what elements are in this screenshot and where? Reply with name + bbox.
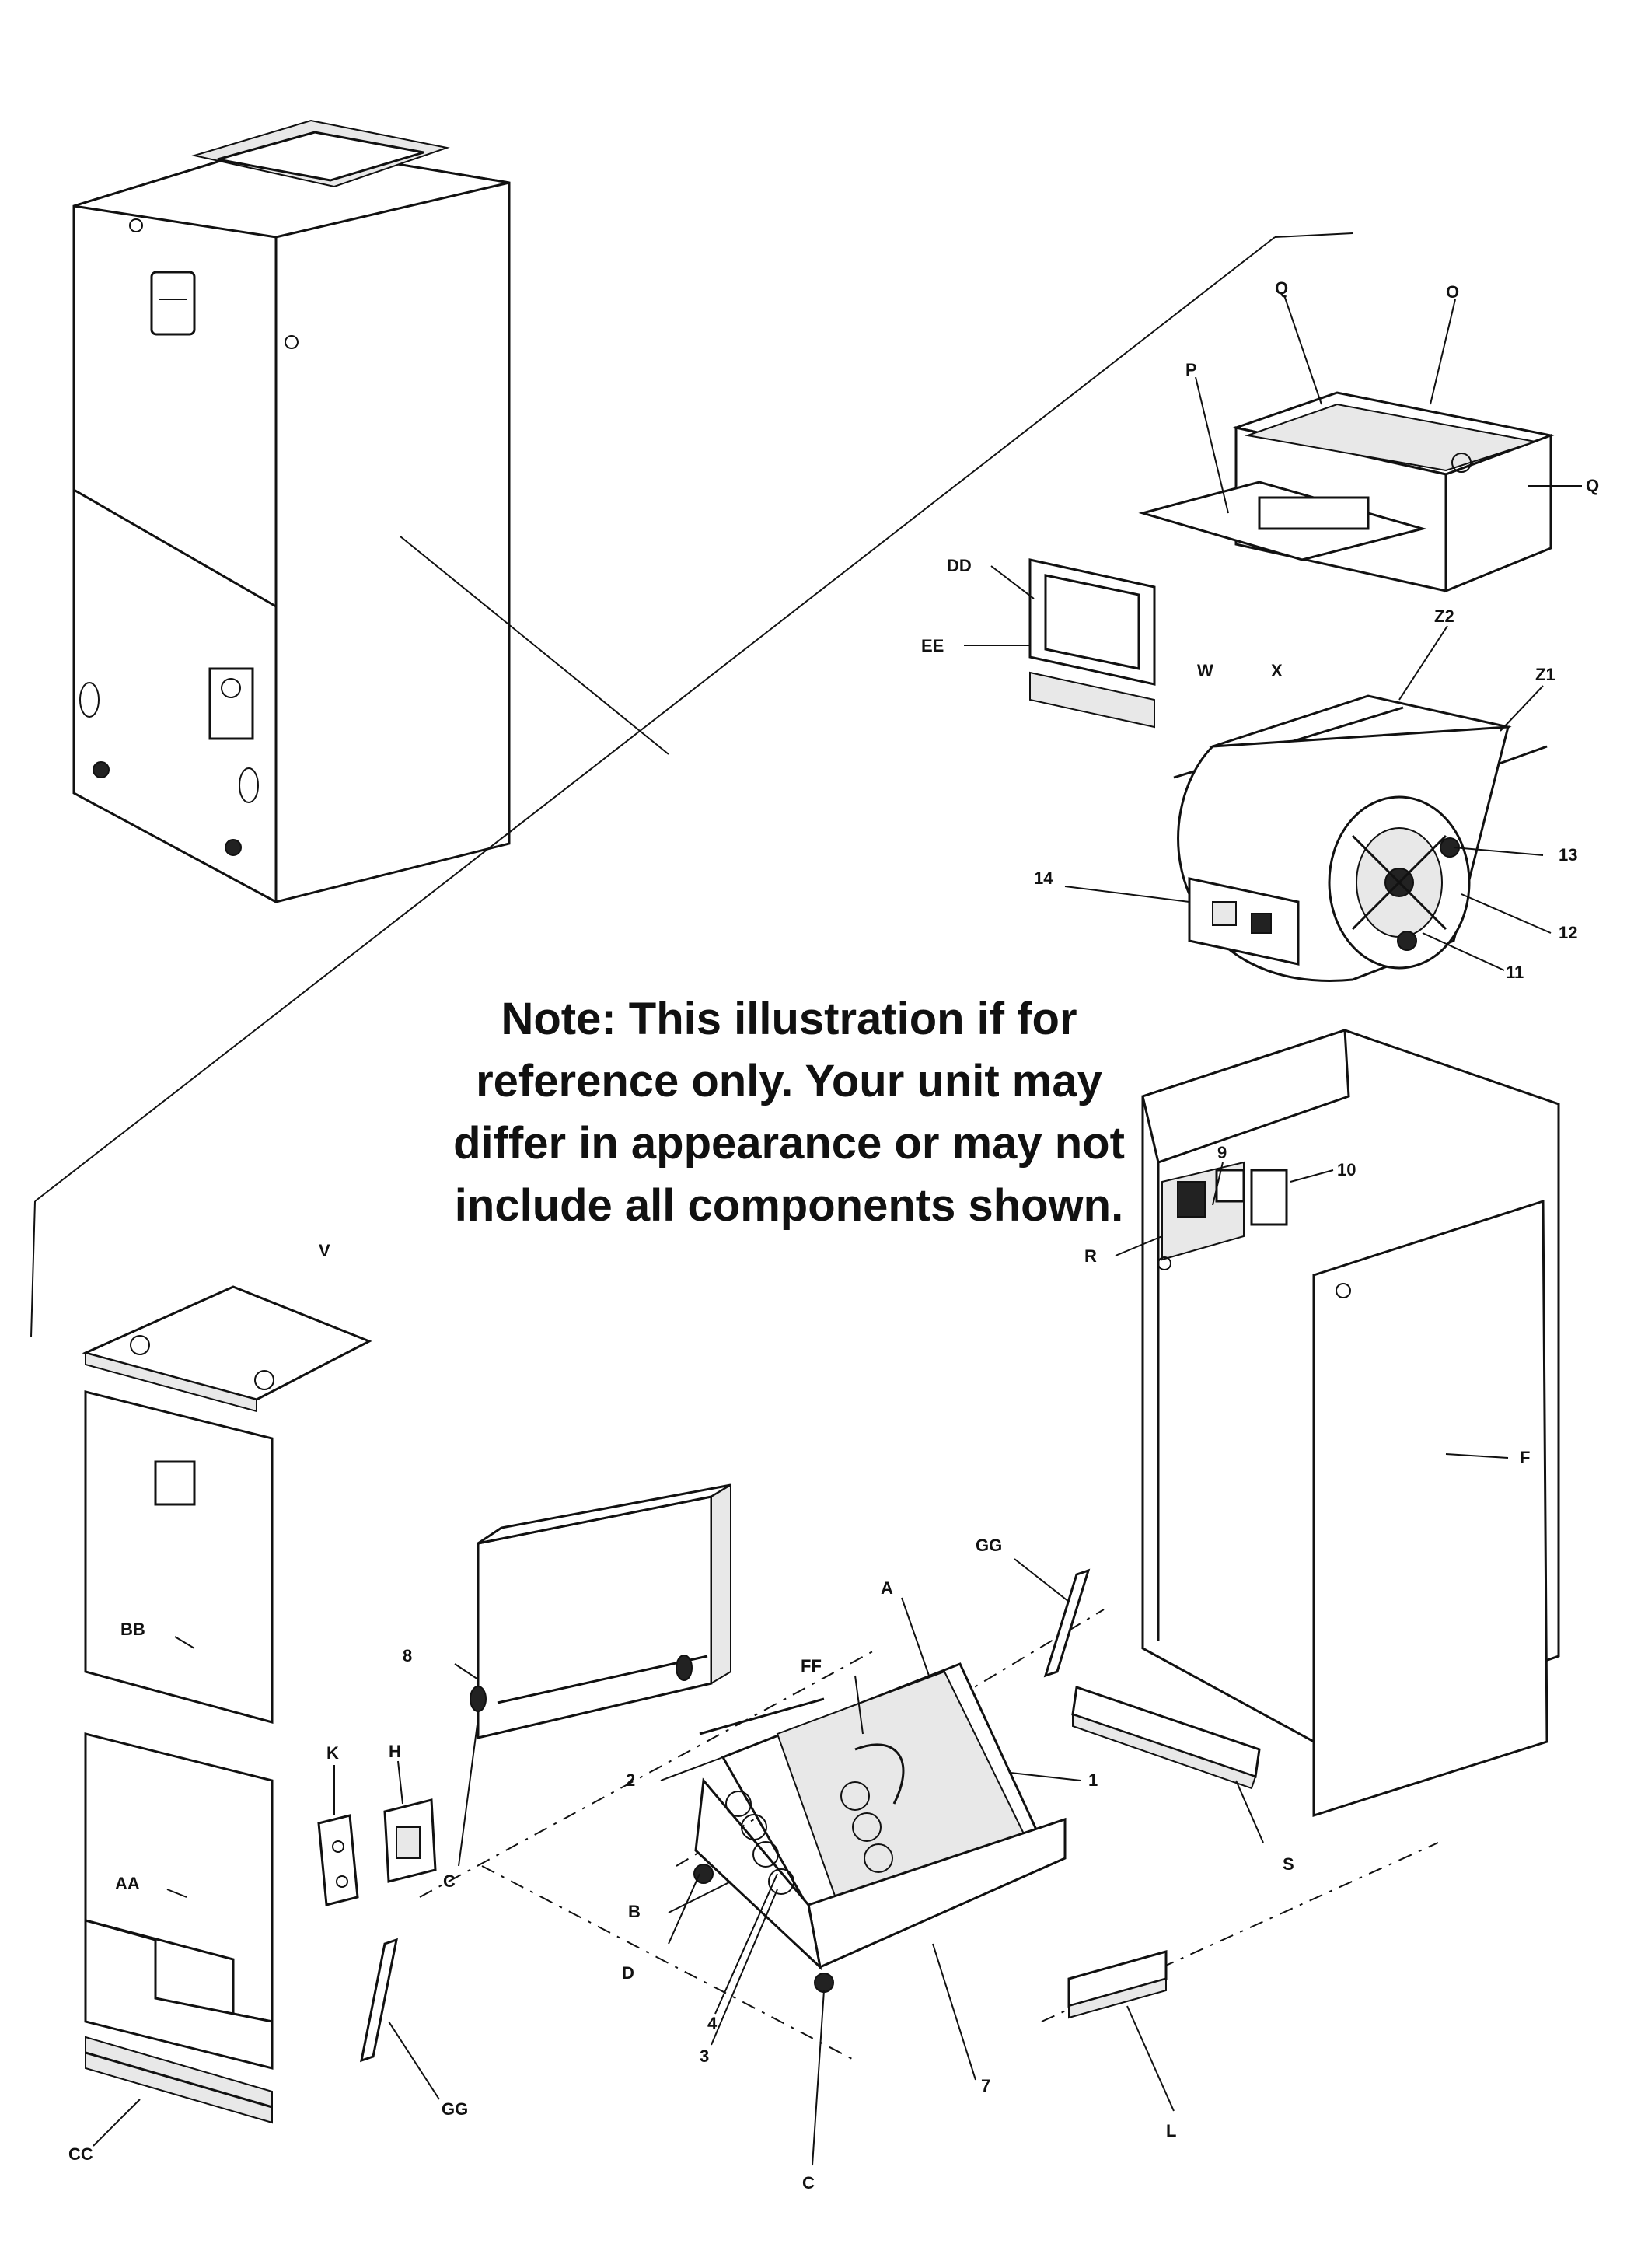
label-7: 7: [981, 2076, 990, 2095]
label-8: 8: [403, 1646, 412, 1665]
partition-panel: [470, 1483, 731, 1739]
label-w: W: [1197, 661, 1213, 680]
label-3: 3: [700, 2046, 709, 2066]
label-gg-top: GG: [976, 1536, 1002, 1555]
label-14: 14: [1034, 868, 1053, 888]
filter: [1028, 558, 1156, 729]
label-1: 1: [1088, 1770, 1098, 1790]
label-s: S: [1283, 1854, 1294, 1874]
top-plenum: [1138, 391, 1555, 593]
assembled-unit: [72, 119, 669, 903]
label-x: X: [1271, 661, 1283, 680]
blower-assembly: [1173, 694, 1548, 982]
bracket-gg-top: [1043, 1568, 1091, 1678]
label-11: 11: [1506, 963, 1524, 982]
label-ff: FF: [801, 1656, 822, 1676]
note-block: Note: This illustration if for reference…: [453, 994, 1125, 1231]
label-l: L: [1166, 2121, 1176, 2140]
label-bb: BB: [120, 1620, 145, 1639]
label-aa: AA: [115, 1874, 140, 1893]
part-labels: Q O P Q DD EE Z2 W X Z1 13 14 12 11 9 10…: [68, 278, 1599, 2193]
label-10: 10: [1337, 1160, 1356, 1179]
label-p: P: [1185, 360, 1197, 379]
label-d: D: [622, 1963, 634, 1983]
note-line-2: reference only. Your unit may: [476, 1056, 1102, 1106]
label-12: 12: [1559, 923, 1577, 942]
label-c-bottom: C: [802, 2173, 815, 2193]
label-ee: EE: [921, 636, 944, 655]
bracket-h: [383, 1798, 437, 1883]
label-r: R: [1084, 1246, 1097, 1266]
label-h: H: [389, 1742, 401, 1761]
label-2: 2: [626, 1770, 635, 1790]
evaporator-coil: [693, 1662, 1067, 1993]
label-o: O: [1446, 282, 1459, 302]
label-q-right: Q: [1586, 476, 1599, 495]
label-13: 13: [1559, 845, 1577, 865]
label-v: V: [319, 1241, 330, 1260]
label-k: K: [326, 1743, 339, 1763]
label-f: F: [1520, 1448, 1530, 1467]
bracket-gg-bottom: [360, 1938, 398, 2063]
note-line-1: Note: This illustration if for: [501, 994, 1077, 1044]
note-line-4: include all components shown.: [455, 1180, 1123, 1231]
lower-door: [84, 1732, 274, 2070]
leader-lines: [93, 295, 1582, 2166]
bottom-rail: [85, 2036, 273, 2124]
top-panel: [82, 1285, 372, 1413]
label-a: A: [881, 1578, 893, 1598]
label-gg-bottom: GG: [442, 2099, 468, 2119]
label-4: 4: [707, 2014, 718, 2033]
label-dd: DD: [947, 556, 972, 575]
upper-door: [84, 1390, 274, 1724]
bracket-l: [1067, 1950, 1168, 2019]
label-b: B: [628, 1902, 641, 1921]
label-c-left: C: [443, 1871, 456, 1891]
label-q-top: Q: [1275, 278, 1288, 298]
label-z2: Z2: [1434, 606, 1454, 626]
bracket-k: [317, 1814, 359, 1906]
note-line-3: differ in appearance or may not: [453, 1118, 1125, 1169]
bracket-s: [1071, 1685, 1261, 1790]
label-cc: CC: [68, 2144, 93, 2164]
label-z1: Z1: [1535, 665, 1555, 684]
cabinet: [1141, 1028, 1560, 1818]
label-9: 9: [1217, 1143, 1227, 1162]
